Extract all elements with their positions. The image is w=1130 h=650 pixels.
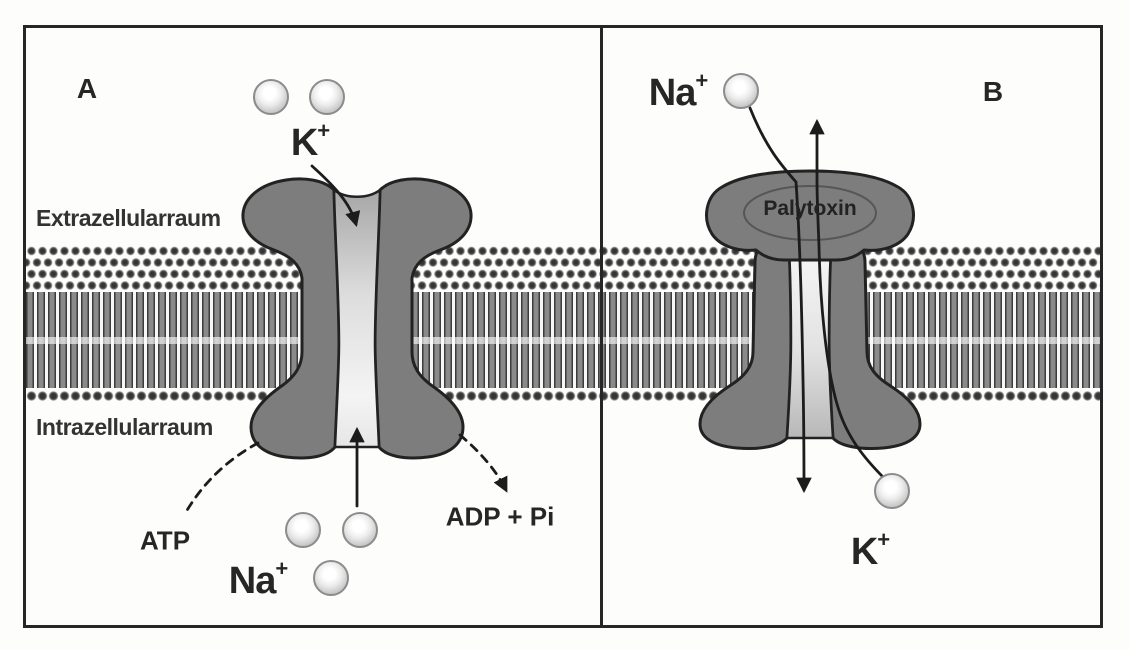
- k-ion-label-b: K+: [850, 527, 890, 574]
- na-symbol: Na: [648, 71, 697, 114]
- k-symbol: K: [850, 530, 878, 573]
- na-charge: +: [695, 68, 708, 94]
- na-ion-label-b: Na+: [648, 68, 708, 115]
- adp-pi-label: ADP + Pi: [445, 501, 555, 532]
- na-ion: [285, 512, 321, 548]
- atp-label: ATP: [139, 525, 191, 556]
- na-ion-label-a: Na+: [228, 556, 288, 603]
- k-charge: +: [317, 118, 330, 144]
- k-charge: +: [877, 527, 890, 553]
- panel-b-label: B: [982, 76, 1004, 107]
- na-symbol: Na: [228, 559, 277, 602]
- k-symbol: K: [290, 121, 318, 164]
- k-ion: [253, 79, 289, 115]
- membrane-inner-head-row: [26, 388, 1100, 404]
- panel-a-label: A: [76, 73, 98, 104]
- membrane-outer-head-band: [26, 245, 1100, 292]
- na-ion: [342, 512, 378, 548]
- na-ion: [313, 560, 349, 596]
- k-ion: [874, 473, 910, 509]
- panel-divider: [600, 28, 603, 625]
- k-ion: [309, 79, 345, 115]
- na-charge: +: [275, 556, 288, 582]
- intracellular-label: Intrazellularraum: [36, 414, 213, 440]
- extracellular-label: Extrazellularraum: [36, 205, 221, 231]
- k-ion-label-a: K+: [290, 118, 330, 165]
- membrane-tail-band: [26, 292, 1100, 388]
- na-ion: [723, 73, 759, 109]
- palytoxin-label: Palytoxin: [763, 197, 857, 220]
- lipid-bilayer-membrane: [26, 245, 1100, 404]
